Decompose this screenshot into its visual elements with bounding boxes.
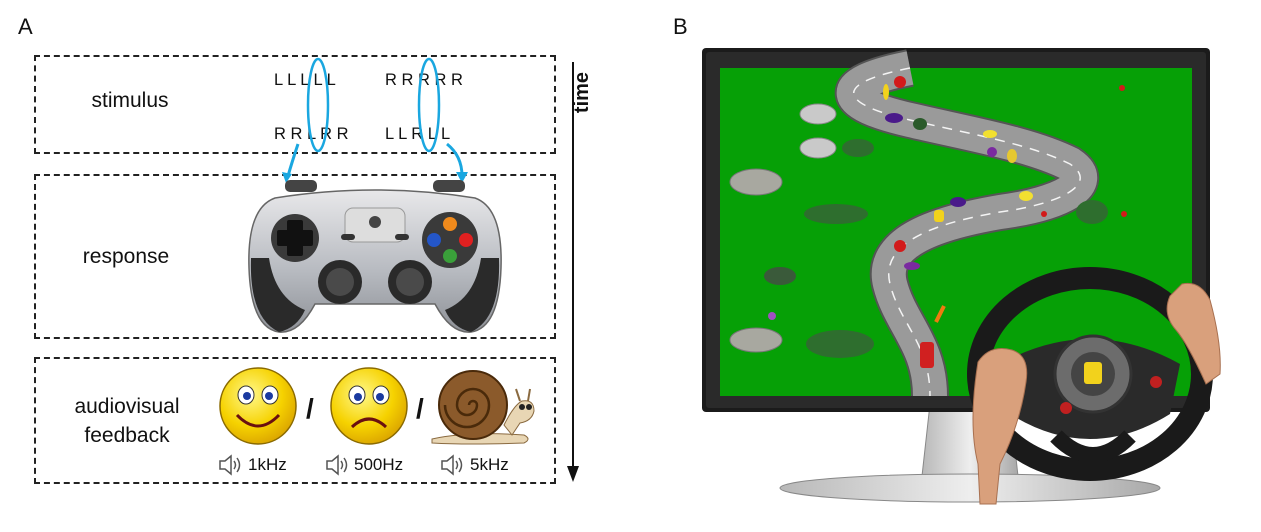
time-arrow <box>567 62 579 482</box>
highlight-ellipse-right <box>417 57 441 153</box>
sad-face-icon <box>330 367 408 445</box>
gamepad-icon <box>248 180 502 333</box>
time-label: time <box>571 71 594 114</box>
monitor-icon <box>702 48 1221 505</box>
stimulus-label: stimulus <box>91 89 169 112</box>
panel-label-a: A <box>18 14 33 39</box>
feedback-label-line2: feedback <box>84 424 170 447</box>
happy-face-icon <box>219 367 297 445</box>
stimulus-highlight-overlay <box>282 57 468 183</box>
arrow-to-left-trigger <box>286 143 300 177</box>
stimulus-left-top: L L L L L <box>274 71 336 89</box>
steering-wheel-icon <box>967 267 1221 505</box>
speaker-icon <box>441 454 463 476</box>
separator-1: / <box>306 393 314 424</box>
freq-happy: 1kHz <box>248 455 287 474</box>
speaker-icon <box>219 454 241 476</box>
freq-sad: 500Hz <box>354 455 404 474</box>
freq-snail: 5kHz <box>470 455 509 474</box>
feedback-label-line1: audiovisual <box>74 395 180 418</box>
arrow-to-right-trigger <box>446 142 464 177</box>
stimulus-right-bottom: L L R L L <box>385 125 451 143</box>
speaker-icon <box>326 454 348 476</box>
stimulus-right-top: R R R R R <box>385 71 463 89</box>
separator-2: / <box>416 393 424 424</box>
response-label: response <box>82 245 170 268</box>
time-label-wrap: time <box>571 63 606 123</box>
highlight-ellipse-left <box>306 57 330 153</box>
feedback-box <box>34 357 556 484</box>
response-box <box>34 174 556 339</box>
arrow-head-left <box>282 172 292 183</box>
snail-icon <box>431 370 535 445</box>
arrow-head-right <box>456 172 468 183</box>
panel-label-b: B <box>673 14 688 39</box>
